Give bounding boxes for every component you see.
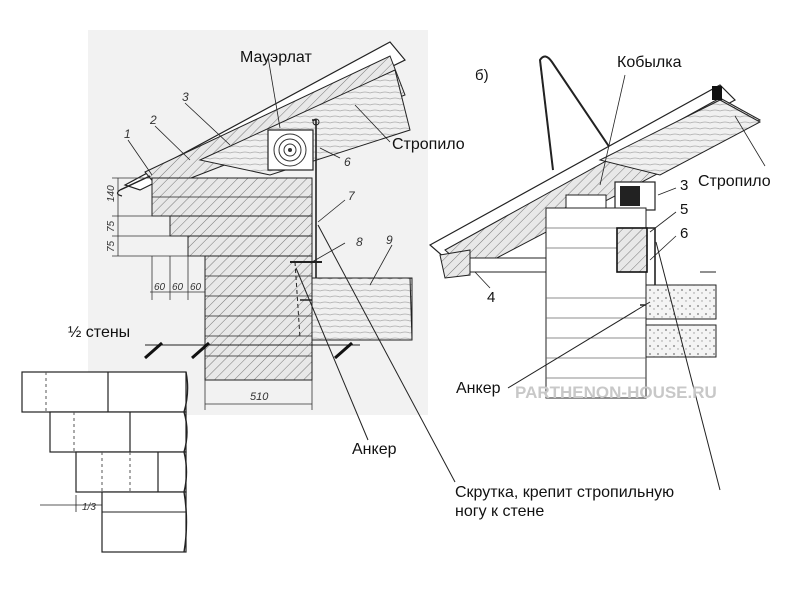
callout-8: 8 [356, 235, 363, 249]
callout-right-5: 5 [680, 201, 688, 218]
dim-60-c: 60 [190, 282, 202, 293]
eave-drip [116, 189, 123, 197]
dim-75-a: 75 [106, 220, 117, 232]
label-twist-line-2: ногу к стене [455, 503, 544, 520]
watermark: PARTHENON-HOUSE.RU [515, 383, 717, 402]
callout-3: 3 [182, 90, 189, 104]
label-mauerlat: Мауэрлат [240, 49, 312, 66]
callout-right-3: 3 [680, 177, 688, 194]
dim-60-a: 60 [154, 282, 166, 293]
anchor-tie-left [294, 261, 301, 339]
dim-510: 510 [250, 391, 269, 403]
label-kobylka: Кобылка [617, 54, 682, 71]
twist-leader-right [655, 241, 721, 491]
brick-detail [21, 371, 189, 553]
half-wall-tick-3 [334, 341, 353, 360]
dimension-lines-left [112, 177, 313, 410]
floor-slab-lower [645, 324, 717, 358]
label-half-wall: ½ стены [68, 324, 130, 341]
callout-9: 9 [386, 233, 393, 247]
callout-7: 7 [348, 189, 356, 203]
callout-2: 2 [149, 113, 157, 127]
callout-1: 1 [124, 127, 131, 141]
right-rafter [598, 99, 762, 176]
callout-right-6: 6 [680, 225, 688, 242]
beam-end [409, 277, 413, 341]
left-drawing [88, 30, 456, 483]
right-leaders [474, 74, 766, 289]
brick-wall [151, 177, 313, 381]
mauerlat-log [267, 129, 314, 171]
left-leaders [127, 56, 393, 286]
anchor-block-right [616, 227, 648, 273]
right-drawing [428, 55, 766, 491]
right-mauerlat-core [620, 186, 640, 206]
half-wall-tick-2 [191, 341, 210, 360]
floor-slab-upper [645, 284, 717, 320]
dim-60-b: 60 [172, 282, 184, 293]
twist-leader-left [317, 224, 456, 483]
rafter-wood [198, 69, 411, 176]
roof-hook-inner [539, 61, 554, 171]
roof-hook [538, 55, 611, 171]
label-anchor-right: Анкер [456, 380, 501, 397]
half-wall-tick-1 [144, 341, 163, 360]
label-twist-line-1: Скрутка, крепит стропильную [455, 484, 674, 501]
anchor-leader-right [507, 301, 651, 389]
dim-1-3: 1/3 [82, 502, 96, 513]
callout-right-4: 4 [487, 289, 495, 306]
label-rafter-left: Стропило [392, 136, 465, 153]
fascia [439, 249, 471, 279]
label-rafter-right: Стропило [698, 173, 771, 190]
anchor-leader-left [295, 267, 369, 441]
ridge-block [712, 86, 722, 100]
label-variant-b: б) [475, 67, 489, 84]
right-brick-wall [545, 194, 647, 399]
right-roof-covering [428, 84, 736, 259]
dim-140: 140 [106, 185, 117, 202]
twist-ring [312, 118, 320, 126]
dim-75-b: 75 [106, 240, 117, 252]
floor-beam [311, 277, 413, 341]
label-anchor-left: Анкер [352, 441, 397, 458]
callout-6: 6 [344, 155, 351, 169]
